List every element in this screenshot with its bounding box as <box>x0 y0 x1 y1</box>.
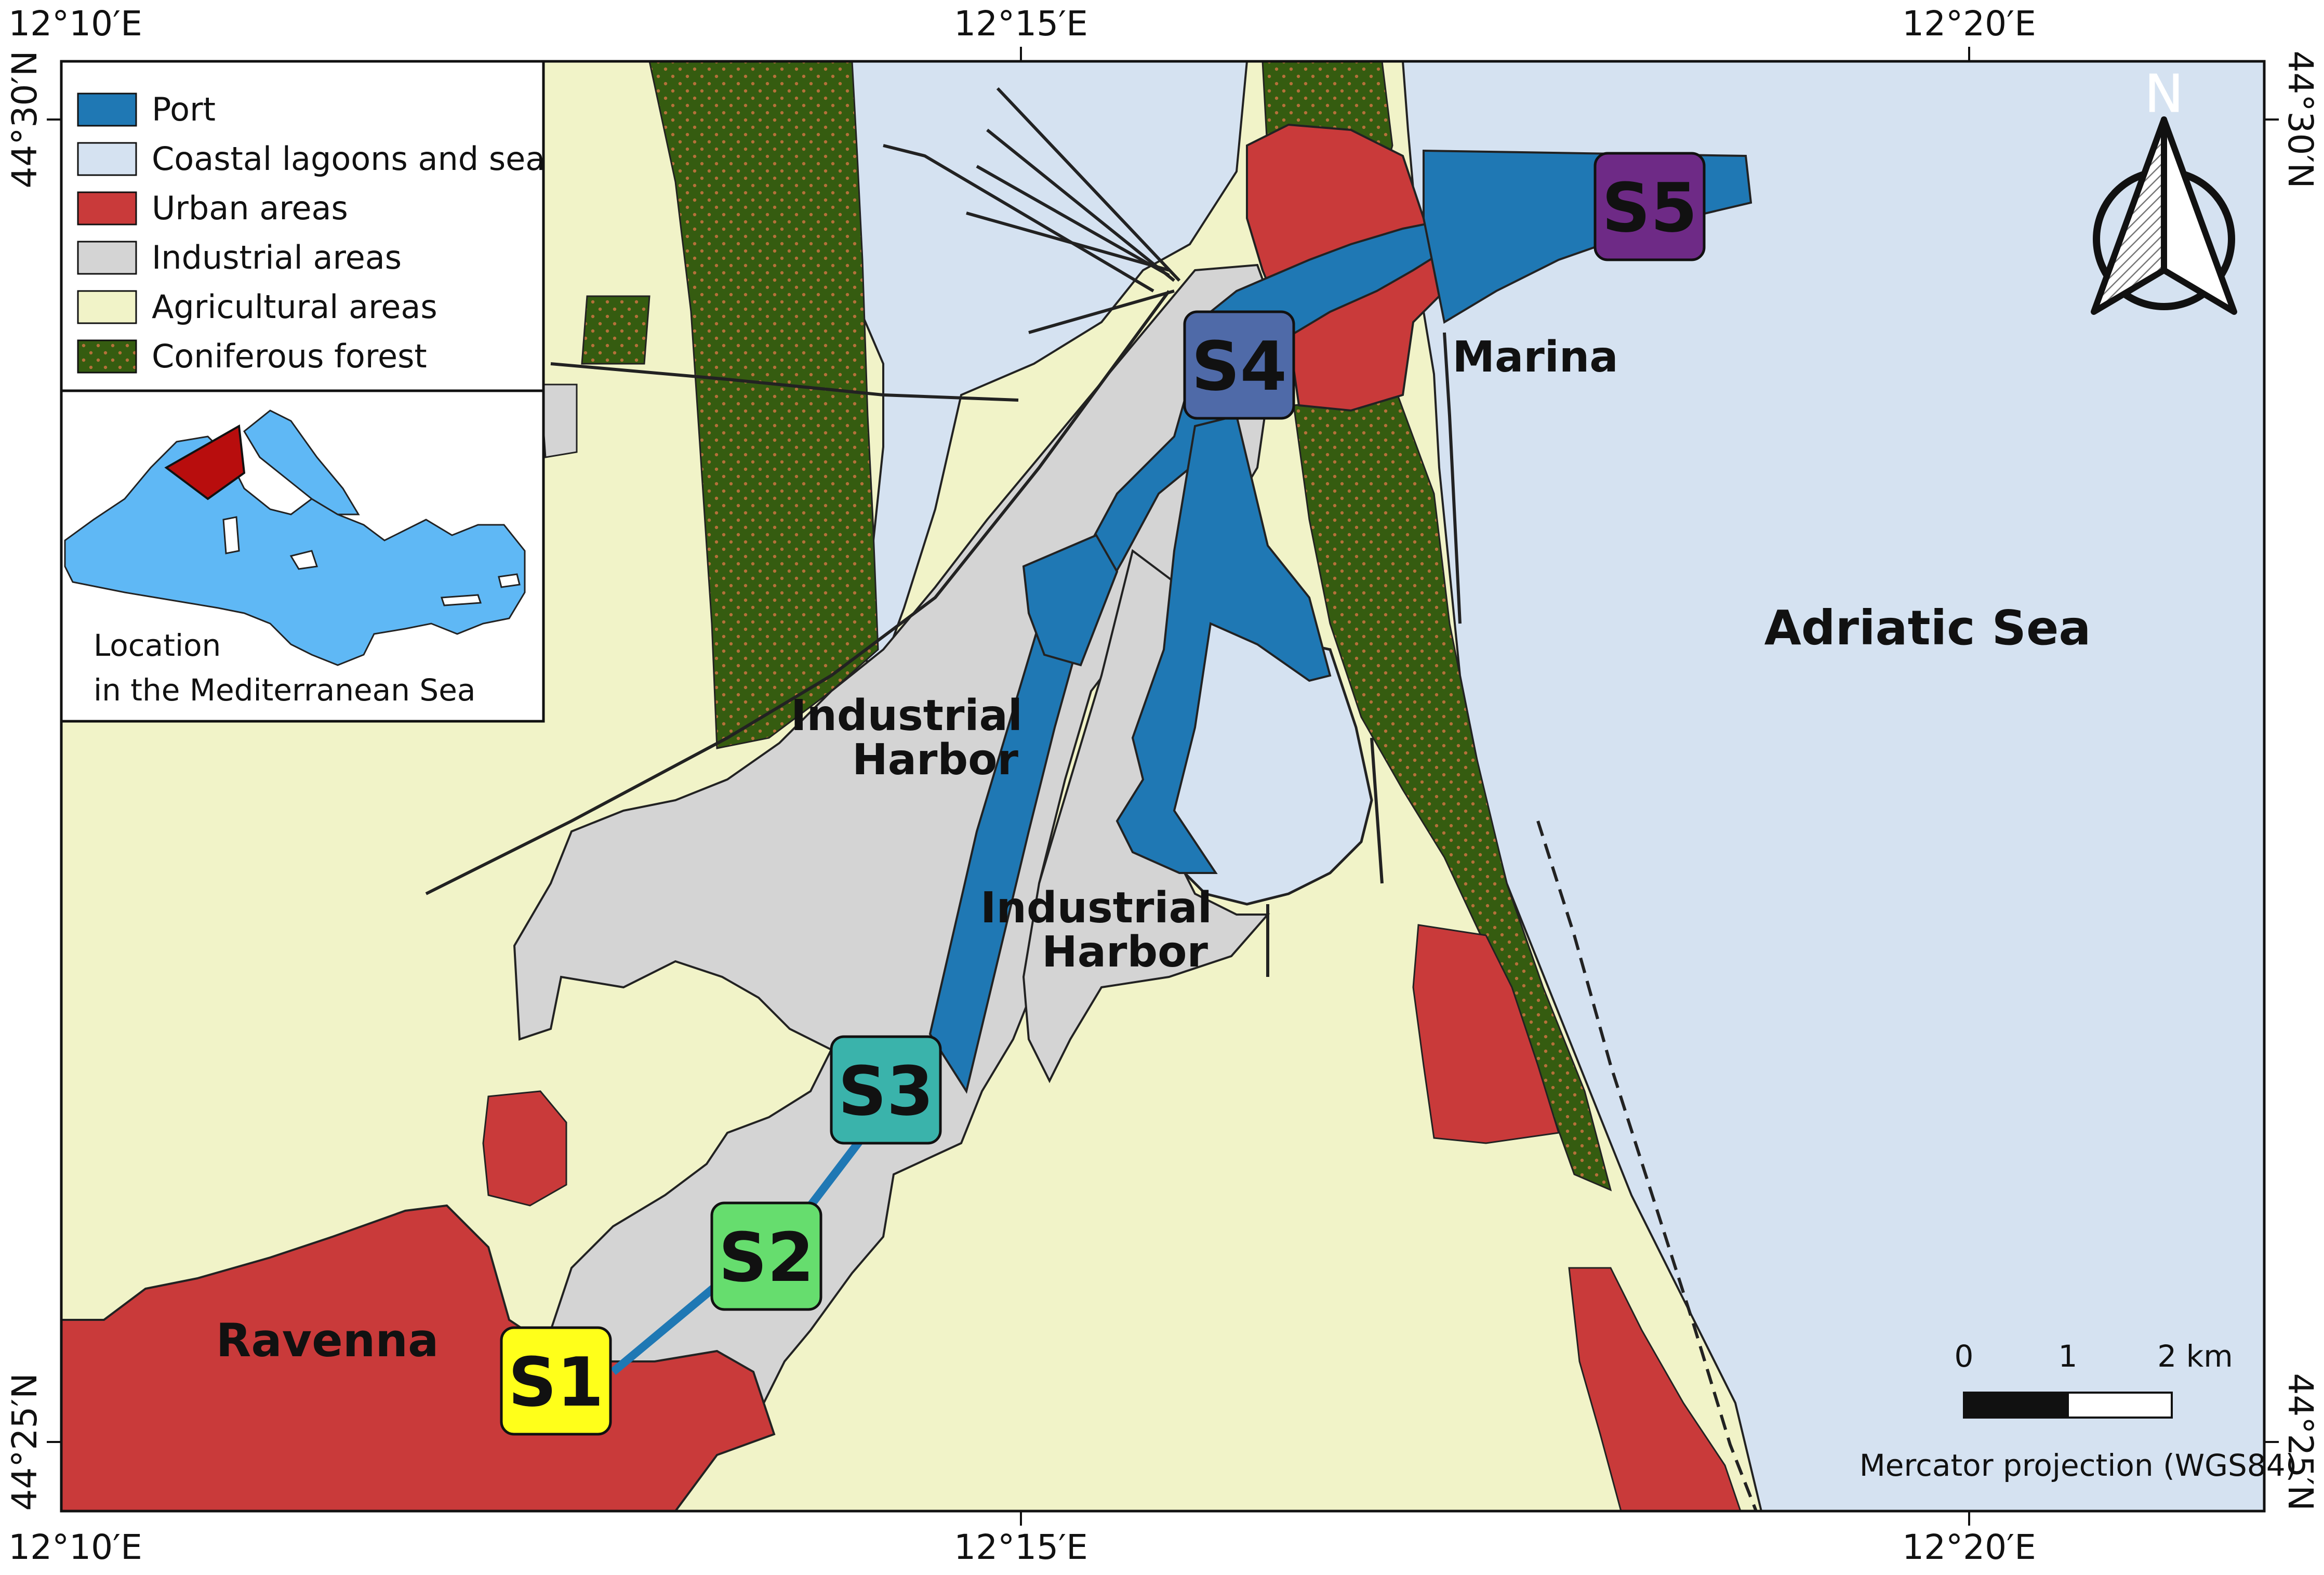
lon-label-bottom-2: 12°15′E <box>954 1527 1088 1567</box>
legend-swatch-agricultural <box>77 290 137 324</box>
graticule-ticks <box>47 47 2279 1526</box>
legend-label-urban: Urban areas <box>152 189 348 227</box>
canal-lines <box>425 87 1462 977</box>
inset-map: Location in the Mediterranean Sea <box>64 409 526 708</box>
legend-swatch-urban <box>77 191 137 226</box>
port-dock-west <box>1022 534 1119 667</box>
map-border <box>60 60 2266 1513</box>
scale-bar-segment-2 <box>2067 1392 2173 1419</box>
legend-item-urban: Urban areas <box>77 189 348 227</box>
legend-item-industrial: Industrial areas <box>77 239 402 276</box>
site-marker-s1: S1 <box>500 1326 612 1436</box>
site-label-s5: S5 <box>1602 168 1697 247</box>
label-industrial-harbor-2-line1: Industrial <box>980 883 1212 933</box>
label-industrial-harbor-1-line1: Industrial <box>791 691 1022 740</box>
legend-item-lagoons: Coastal lagoons and sea <box>77 140 545 178</box>
legend-swatch-lagoons <box>77 142 137 176</box>
legend-label-agricultural: Agricultural areas <box>152 288 437 326</box>
label-industrial-harbor-1-line2: Harbor <box>852 735 1018 785</box>
industrial-northwest <box>539 383 578 458</box>
legend-swatch-forest <box>77 339 137 374</box>
legend-label-lagoons: Coastal lagoons and sea <box>152 140 545 178</box>
site-marker-s2-box <box>710 1201 822 1311</box>
breakwater <box>1536 820 1758 1511</box>
legend-label-port: Port <box>152 90 216 128</box>
legend-item-agricultural: Agricultural areas <box>77 288 437 326</box>
lon-label-top-1: 12°10′E <box>8 4 142 44</box>
port-dock-east <box>1115 414 1332 874</box>
north-arrow-right <box>2161 116 2237 315</box>
lat-label-right-1: 44°30′N <box>2280 50 2320 188</box>
site-marker-s5: S5 <box>1593 152 1706 261</box>
site-marker-s5-box <box>1593 152 1706 261</box>
inset-study-area <box>164 424 246 500</box>
inset-island-sicily <box>289 550 318 570</box>
scale-bar: 0 1 2 km Mercator projection (WGS84) <box>1860 1339 2298 1483</box>
label-adriatic-sea: Adriatic Sea <box>1764 600 2091 656</box>
lat-label-left-1: 44°30′N <box>5 50 45 188</box>
north-label: N <box>2145 63 2184 124</box>
scale-tick-1: 1 <box>2059 1339 2078 1374</box>
legend-item-forest: Coniferous forest <box>77 337 427 375</box>
scale-tick-2: 2 km <box>2157 1339 2233 1374</box>
legend-label-forest: Coniferous forest <box>152 337 427 375</box>
legend-swatch-industrial <box>77 241 137 275</box>
site-marker-s4-box <box>1183 310 1295 420</box>
label-marina: Marina <box>1452 333 1618 382</box>
site-label-s4: S4 <box>1191 327 1287 406</box>
lon-label-bottom-3: 12°20′E <box>1902 1527 2036 1567</box>
inset-label-line2: in the Mediterranean Sea <box>94 672 475 708</box>
inset-island-crete <box>440 594 482 606</box>
site-label-s1: S1 <box>508 1343 604 1422</box>
scale-tick-0: 0 <box>1955 1339 1974 1374</box>
lon-label-top-2: 12°15′E <box>954 4 1088 44</box>
forest-west-small <box>581 295 650 365</box>
inset-island-cyprus <box>498 573 521 588</box>
inset-mediterranean-sea <box>64 435 526 666</box>
site-label-s2: S2 <box>719 1218 814 1297</box>
scale-bar-segment-1 <box>1963 1392 2069 1419</box>
site-marker-s3-box <box>830 1035 942 1145</box>
urban-west-small <box>482 1090 567 1207</box>
inset-island-sardinia <box>222 516 240 554</box>
label-ravenna: Ravenna <box>216 1314 439 1367</box>
label-industrial-harbor-2-line2: Harbor <box>1042 928 1208 977</box>
site-label-s3: S3 <box>838 1052 934 1131</box>
legend: Port Coastal lagoons and sea Urban areas… <box>60 60 545 723</box>
map-area <box>61 61 2264 1511</box>
lat-label-left-2: 44°25′N <box>5 1373 45 1511</box>
site-marker-s4: S4 <box>1183 310 1295 420</box>
north-arrow: N <box>2091 63 2237 315</box>
urban-coast-south <box>1412 924 1560 1144</box>
site-marker-s3: S3 <box>830 1035 942 1145</box>
forest-coastal <box>1293 394 1612 1192</box>
urban-coast-far-south <box>1568 1267 1742 1511</box>
site-marker-s1-box <box>500 1326 612 1436</box>
legend-label-industrial: Industrial areas <box>152 239 402 276</box>
inset-adriatic-sea <box>243 409 360 515</box>
site-marker-s2: S2 <box>710 1201 822 1311</box>
legend-item-port: Port <box>77 90 216 128</box>
projection-label: Mercator projection (WGS84) <box>1860 1448 2298 1483</box>
lon-label-bottom-1: 12°10′E <box>8 1527 142 1567</box>
lon-label-top-3: 12°20′E <box>1902 4 2036 44</box>
lat-label-right-2: 44°25′N <box>2280 1373 2320 1511</box>
inset-label-line1: Location <box>94 628 221 663</box>
legend-swatch-port <box>77 92 137 127</box>
